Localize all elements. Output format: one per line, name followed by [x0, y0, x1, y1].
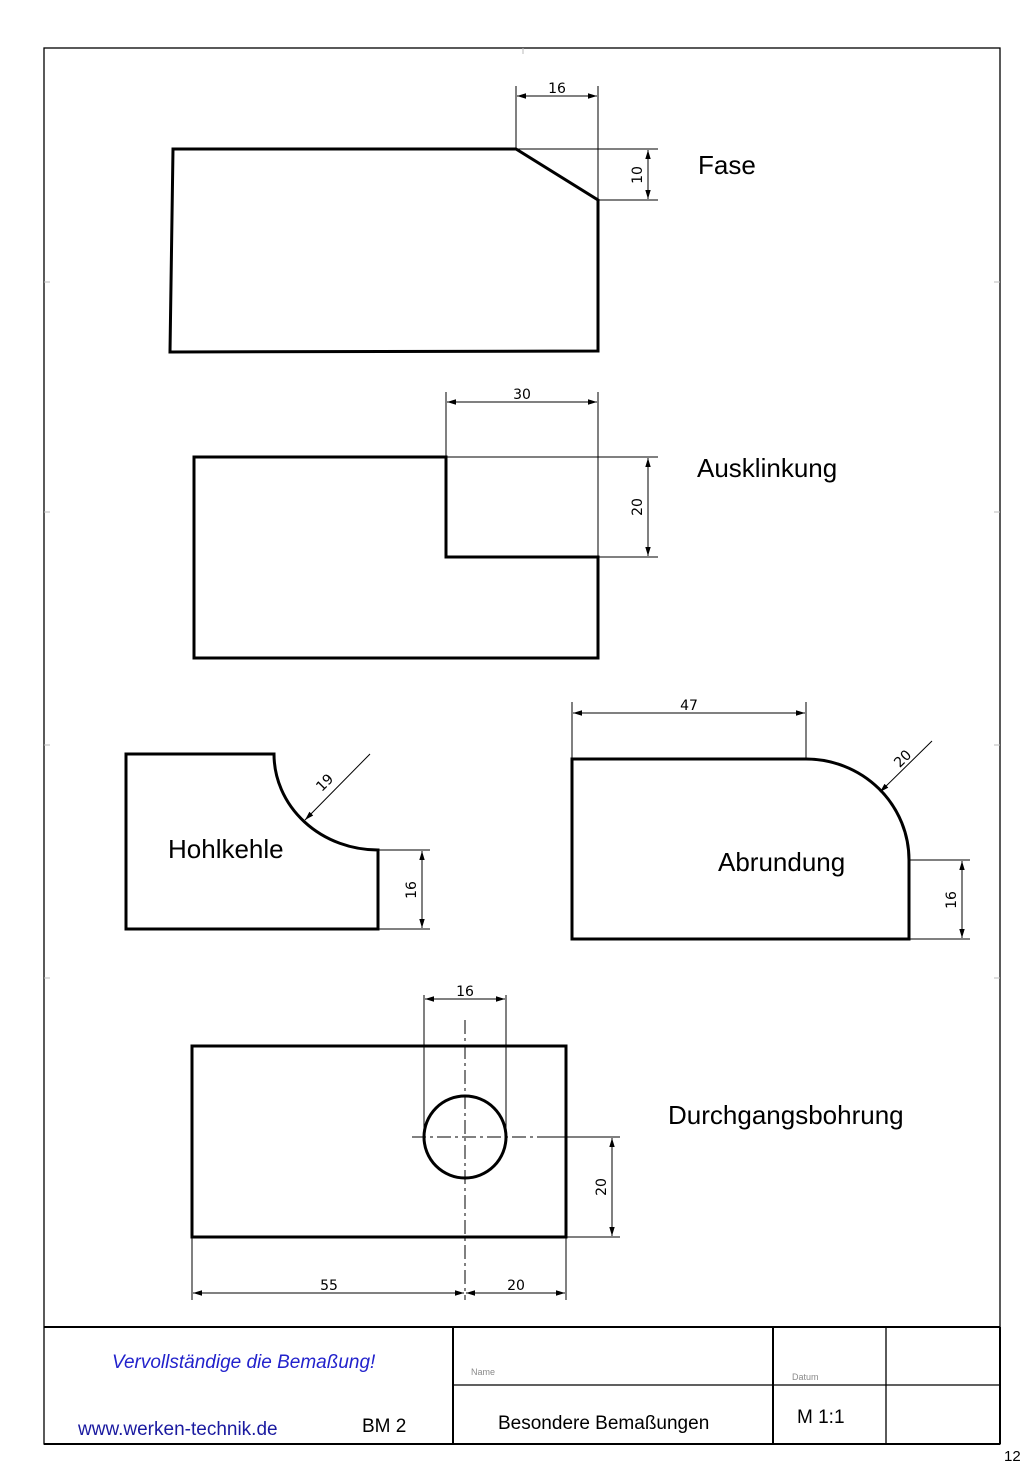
website-link[interactable]: www.werken-technik.de: [78, 1419, 278, 1440]
page-number: 12: [1004, 1448, 1021, 1465]
abrundung-width-value: 47: [680, 698, 698, 714]
ausklinkung-outline: [192, 455, 600, 660]
fase-outline: [168, 147, 600, 354]
fase-width-value: 16: [548, 81, 566, 97]
label-abrundung: Abrundung: [718, 847, 846, 877]
hohlkehle-radius-dimline: [304, 753, 371, 821]
label-fase: Fase: [698, 150, 756, 180]
fase-part: 16 10: [168, 81, 658, 354]
abrundung-part: 47 20 16: [570, 698, 970, 941]
ausklinkung-width-value: 30: [513, 387, 531, 403]
label-durchgangsbohrung: Durchgangsbohrung: [668, 1100, 904, 1130]
hohlkehle-height-value: 16: [404, 881, 420, 899]
abrundung-height-value: 16: [944, 891, 960, 909]
label-ausklinkung: Ausklinkung: [697, 453, 838, 483]
name-field-label: Name: [471, 1367, 496, 1377]
bohrung-left-value: 55: [320, 1278, 338, 1294]
date-field-label: Datum: [792, 1372, 819, 1382]
fase-height-value: 10: [630, 166, 646, 184]
label-hohlkehle: Hohlkehle: [168, 834, 284, 864]
abrundung-outline: [570, 757, 911, 941]
hohlkehle-outline: [124, 752, 380, 931]
sheet-frame: [43, 47, 1001, 1445]
ausklinkung-height-value: 20: [630, 498, 646, 516]
task-instruction: Vervollständige die Bemaßung!: [112, 1352, 376, 1373]
bohrung-diameter-value: 16: [456, 984, 474, 1000]
sheet-code: BM 2: [362, 1416, 407, 1437]
bohrung-right-value: 20: [507, 1278, 525, 1294]
abrundung-radius-dimline: [879, 740, 933, 793]
drawing-title: Besondere Bemaßungen: [498, 1413, 710, 1434]
hohlkehle-part: 19 16: [124, 752, 430, 931]
title-block: [44, 1326, 1001, 1445]
durchgangsbohrung-part: 16 20 55 20: [190, 984, 620, 1300]
bohrung-height-value: 20: [594, 1178, 610, 1196]
bohrung-plate-outline: [190, 1044, 568, 1239]
drawing-scale: M 1:1: [797, 1407, 845, 1428]
abrundung-radius-value: 20: [891, 747, 915, 771]
ausklinkung-part: 30 20: [192, 387, 658, 660]
